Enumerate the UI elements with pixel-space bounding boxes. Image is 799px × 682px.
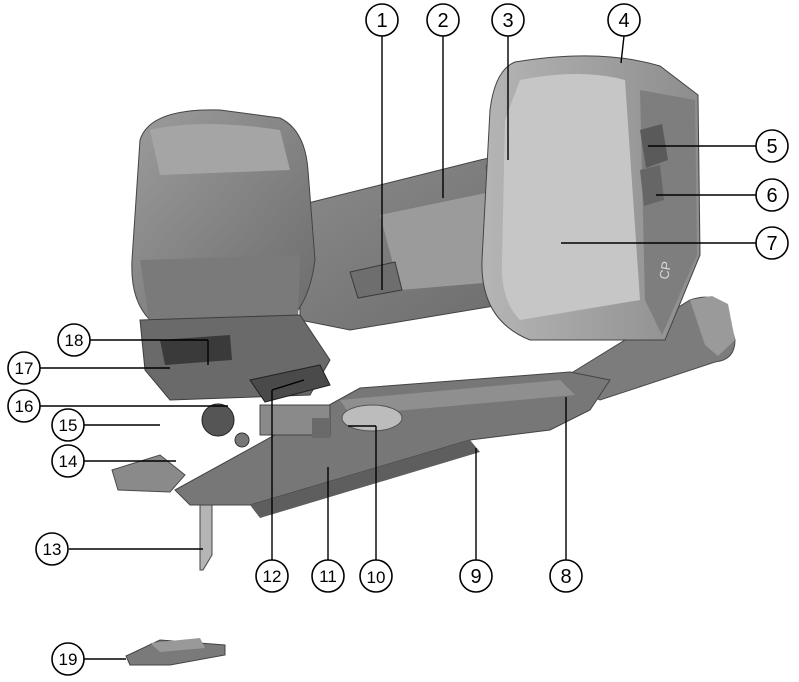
on-off-switch [349,261,403,299]
callout-2: 2 [426,3,460,37]
callout-label: 4 [618,10,629,32]
callout-19: 19 [51,642,85,676]
callout-16: 16 [7,389,41,423]
callout-1: 1 [365,3,399,37]
callout-17: 17 [7,351,41,385]
callout-label: 13 [43,540,62,559]
callout-label: 6 [766,185,777,207]
callout-8: 8 [549,559,583,593]
callout-14: 14 [51,444,85,478]
callout-label: 3 [502,10,513,32]
callout-label: 18 [65,331,84,350]
callout-18: 18 [57,323,91,357]
callout-label: 16 [15,397,34,416]
callout-label: 12 [263,567,282,586]
callout-11: 11 [311,559,345,593]
leader-lines [40,35,756,660]
callout-label: 7 [766,233,777,255]
callout-label: 11 [319,567,337,586]
callout-15: 15 [51,408,85,442]
callout-12: 12 [255,559,289,593]
callout-13: 13 [35,532,69,566]
saw-blade [199,504,213,571]
callout-9: 9 [459,559,493,593]
callout-4: 4 [607,3,641,37]
callout-10: 10 [359,559,393,593]
callout-3: 3 [491,3,525,37]
callout-label: 19 [59,650,78,669]
callout-label: 2 [437,10,448,32]
callout-label: 10 [367,568,386,587]
battery-brand-mark: CP [656,260,674,280]
callout-label: 17 [15,359,34,378]
callout-label: 1 [376,10,387,32]
callout-5: 5 [755,129,789,163]
callout-label: 14 [59,452,78,471]
callout-label: 15 [59,416,78,435]
jigsaw-illustration: CP [111,55,736,666]
callout-label: 5 [766,136,777,158]
base-plate [174,371,611,506]
callout-6: 6 [755,178,789,212]
callout-label: 8 [560,566,571,588]
callout-7: 7 [755,226,789,260]
callout-label: 9 [470,566,481,588]
